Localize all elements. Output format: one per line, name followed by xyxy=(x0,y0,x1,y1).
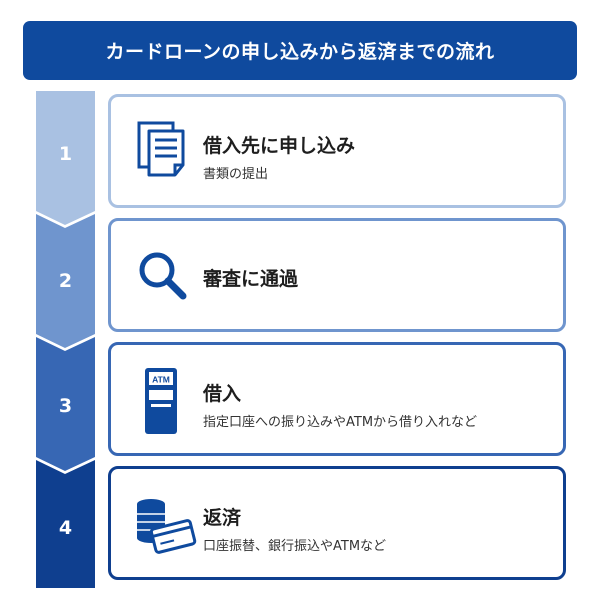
step-1-number: 1 xyxy=(58,143,73,165)
step-2-card: 審査に通過 xyxy=(108,218,566,332)
magnifier-icon xyxy=(139,252,187,300)
step-1-subtitle: 書類の提出 xyxy=(203,167,269,182)
step-4-subtitle: 口座振替、銀行振込やATMなど xyxy=(203,539,387,554)
step-4-title: 返済 xyxy=(203,507,242,529)
document-icon xyxy=(137,121,185,177)
step-4-card: 返済 口座振替、銀行振込やATMなど xyxy=(108,466,566,580)
step-3-title: 借入 xyxy=(203,383,242,405)
step-4-block xyxy=(36,460,95,588)
step-3-number: 3 xyxy=(58,395,73,417)
step-3-block xyxy=(36,337,95,471)
step-2-title: 審査に通過 xyxy=(203,268,299,290)
atm-icon: ATM xyxy=(145,368,177,434)
title-bar: カードローンの申し込みから返済までの流れ xyxy=(23,21,577,80)
step-2-number: 2 xyxy=(58,270,73,292)
step-1-title: 借入先に申し込み xyxy=(203,135,356,157)
step-2-block xyxy=(36,214,95,348)
step-4-number: 4 xyxy=(58,517,73,539)
page-title: カードローンの申し込みから返済までの流れ xyxy=(105,41,495,63)
step-3-subtitle: 指定口座への振り込みやATMから借り入れなど xyxy=(203,415,478,430)
coins-card-icon xyxy=(137,499,197,554)
atm-icon-label: ATM xyxy=(152,375,170,385)
step-1-card: 借入先に申し込み 書類の提出 xyxy=(108,94,566,208)
step-1-block xyxy=(36,91,95,225)
step-3-card: ATM 借入 指定口座への振り込みやATMから借り入れなど xyxy=(108,342,566,456)
